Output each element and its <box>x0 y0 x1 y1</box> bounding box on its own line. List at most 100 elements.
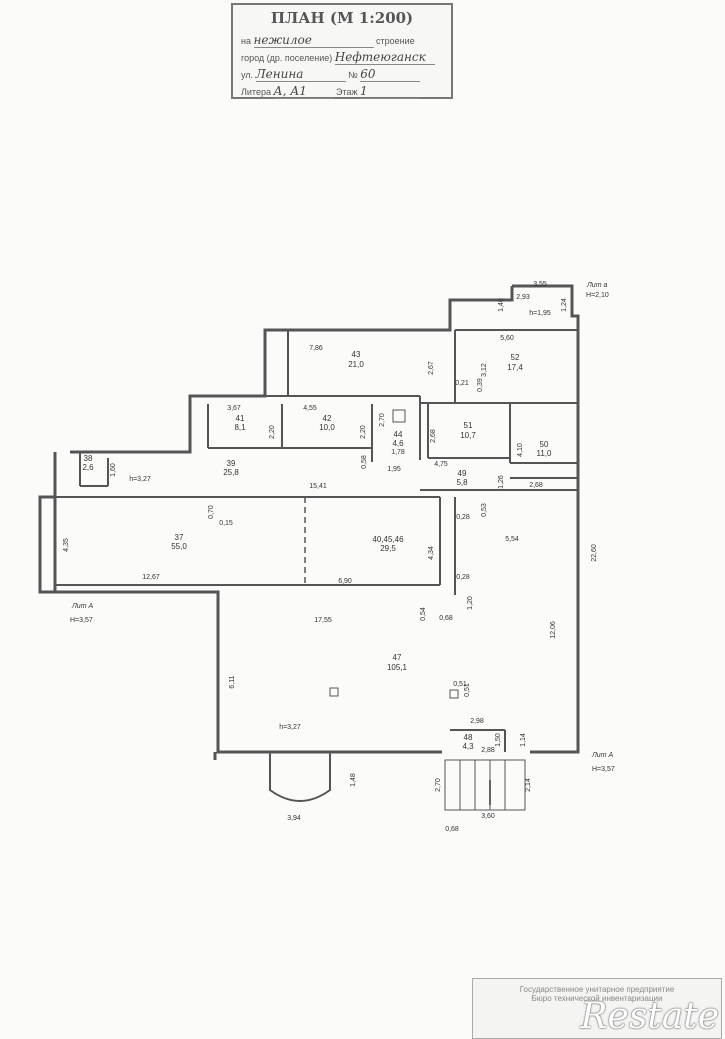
interior-walls <box>55 329 578 752</box>
room-area: 105,1 <box>387 663 408 672</box>
liter-height: H=3,57 <box>70 617 93 624</box>
dimension-label: 0,58 <box>361 455 368 469</box>
room-number: 47 <box>393 653 402 662</box>
stamp-label-city: город (др. поселение) <box>241 53 333 63</box>
column-1 <box>329 687 339 697</box>
room-area: 17,4 <box>507 363 523 372</box>
room-number: 48 <box>464 733 473 742</box>
stamp-title: ПЛАН (М 1:200) <box>270 9 414 27</box>
stairs <box>444 759 526 811</box>
dimension-label: 1,20 <box>467 596 474 610</box>
dimension-label: 7,86 <box>309 345 323 352</box>
room-number: 49 <box>458 469 467 478</box>
dimension-label: 12,67 <box>142 574 160 581</box>
room-number: 37 <box>175 533 184 542</box>
dimension-label: 3,60 <box>481 813 495 820</box>
stamp-label-street: ул. <box>241 70 254 80</box>
dimension-label: 22,60 <box>591 544 598 562</box>
room-area: 10,7 <box>460 431 476 440</box>
room-number: 42 <box>323 414 332 423</box>
dimension-label: 17,55 <box>314 617 332 624</box>
dimension-label: 0,68 <box>439 615 453 622</box>
room-area: 10,0 <box>319 423 335 432</box>
dimension-label: 0,68 <box>445 826 459 833</box>
stamp-label-floor: Этаж <box>336 87 358 97</box>
dimension-label: 12,06 <box>550 621 557 639</box>
room-area: 5,8 <box>456 478 468 487</box>
dimension-label: 0,28 <box>456 574 470 581</box>
dimension-label: 2,14 <box>525 778 532 792</box>
dimension-label: h=3,27 <box>129 476 151 483</box>
dimension-label: 4,75 <box>434 461 448 468</box>
fixture <box>392 409 406 423</box>
room-number: 41 <box>236 414 245 423</box>
dimension-label: 15,41 <box>309 483 327 490</box>
level-notes: Лит А H=3,57 Лит а H=2,10 Лит А H=3,57 <box>70 282 615 773</box>
dimension-label: 3,94 <box>287 815 301 822</box>
stamp-label-building: строение <box>376 36 415 46</box>
dimension-label: 4,34 <box>428 546 435 560</box>
room-area: 8,1 <box>234 423 246 432</box>
dimension-label: 2,68 <box>529 482 543 489</box>
dimension-label: 1,40 <box>498 298 505 312</box>
org-stamp-line2: Бюро технической инвентаризации <box>531 994 663 1003</box>
stamp-value-object: нежилое <box>253 33 374 48</box>
dimension-labels: 3,55 2,93 1,40 1,24 5,60 h=1,95 7,86 2,6… <box>63 281 598 833</box>
dimension-label: 1,14 <box>520 733 527 747</box>
watermark-logo: Restate <box>580 996 719 1037</box>
dimension-label: 2,68 <box>430 429 437 443</box>
dimension-label: h=1,95 <box>529 310 551 317</box>
dimension-label: 0,70 <box>208 505 215 519</box>
bay-window <box>269 752 331 802</box>
room-area: 21,0 <box>348 360 364 369</box>
room-area: 4,3 <box>462 742 474 751</box>
liter-label: Лит а <box>586 282 607 289</box>
dimension-label: 6,11 <box>229 675 236 688</box>
room-number: 40,45,46 <box>372 535 404 544</box>
liter-label: Лит А <box>591 752 613 759</box>
stamp-value-city: Нефтеюганск <box>334 50 435 65</box>
dimension-label: 2,20 <box>269 425 276 439</box>
dimension-label: 1,95 <box>387 466 401 473</box>
room-number: 50 <box>540 440 549 449</box>
dimension-label: 2,88 <box>481 747 495 754</box>
dimension-label: 6,90 <box>338 578 352 585</box>
stamp-value-street: Ленина <box>255 67 346 82</box>
org-stamp-line1: Государственное унитарное предприятие <box>519 985 675 994</box>
dimension-label: 2,70 <box>435 778 442 792</box>
dimension-label: 0,28 <box>456 514 470 521</box>
room-number: 44 <box>394 430 403 439</box>
room-area: 2,6 <box>82 463 94 472</box>
room-number: 38 <box>84 454 93 463</box>
dimension-label: 1,60 <box>110 463 117 477</box>
dimension-label: 4,10 <box>517 443 524 457</box>
liter-height: H=3,57 <box>592 766 615 773</box>
dimension-label: 0,53 <box>481 503 488 517</box>
dimension-label: 2,70 <box>379 413 386 427</box>
dimension-label: 0,15 <box>219 520 233 527</box>
dimension-label: 4,35 <box>63 538 70 552</box>
dimension-label: 5,54 <box>505 536 519 543</box>
stamp-label-object: на <box>241 36 251 46</box>
stamp-label-liter: Литера <box>241 87 271 97</box>
dimension-label: 0,39 <box>477 378 484 392</box>
dimension-label: 1,48 <box>350 773 357 787</box>
dimension-label: 0,21 <box>455 380 469 387</box>
dimension-label: h=3,27 <box>279 724 301 731</box>
room-area: 4,6 <box>392 439 404 448</box>
dimension-label: 0,51 <box>464 683 471 697</box>
dimension-label: 3,67 <box>227 405 241 412</box>
liter-height: H=2,10 <box>586 292 609 299</box>
dimension-label: 4,55 <box>303 405 317 412</box>
dimension-label: 3,55 <box>533 281 547 288</box>
column-2 <box>449 689 459 699</box>
room-area: 11,0 <box>537 449 553 458</box>
room-area: 25,8 <box>223 468 239 477</box>
dimension-label: 1,50 <box>495 733 502 747</box>
dimension-label: 5,60 <box>500 335 514 342</box>
dimension-label: 2,20 <box>360 425 367 439</box>
room-area: 29,5 <box>380 544 396 553</box>
room-area: 55,0 <box>171 542 187 551</box>
room-number: 52 <box>511 353 520 362</box>
